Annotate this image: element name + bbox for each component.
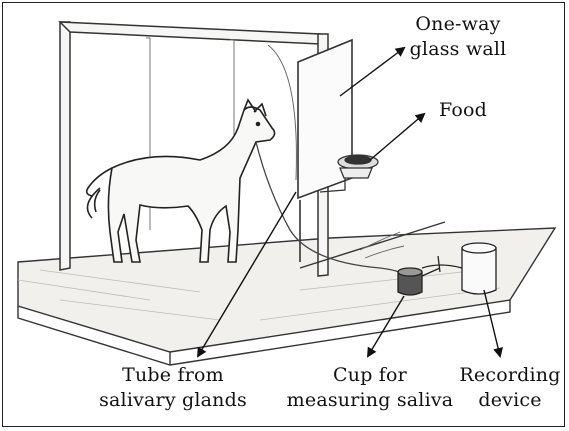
dog-stand-frame: [60, 22, 328, 276]
label-cup-line2: measuring saliva: [280, 388, 460, 413]
arrow-food: [370, 114, 424, 160]
label-recording-line1: Recording: [454, 363, 566, 388]
label-glass-wall-line2: glass wall: [388, 37, 528, 62]
label-recording-line2: device: [454, 388, 566, 413]
label-cup-line1: Cup for: [280, 363, 460, 388]
label-glass-wall: One-way glass wall: [388, 12, 528, 62]
label-tube: Tube from salivary glands: [78, 363, 268, 413]
label-recording: Recording device: [454, 363, 566, 413]
label-cup: Cup for measuring saliva: [280, 363, 460, 413]
label-food: Food: [428, 98, 498, 123]
label-tube-line2: salivary glands: [78, 388, 268, 413]
dog: [87, 100, 275, 262]
glass-wall: [268, 40, 352, 262]
label-glass-wall-line1: One-way: [388, 12, 528, 37]
label-tube-line1: Tube from: [78, 363, 268, 388]
